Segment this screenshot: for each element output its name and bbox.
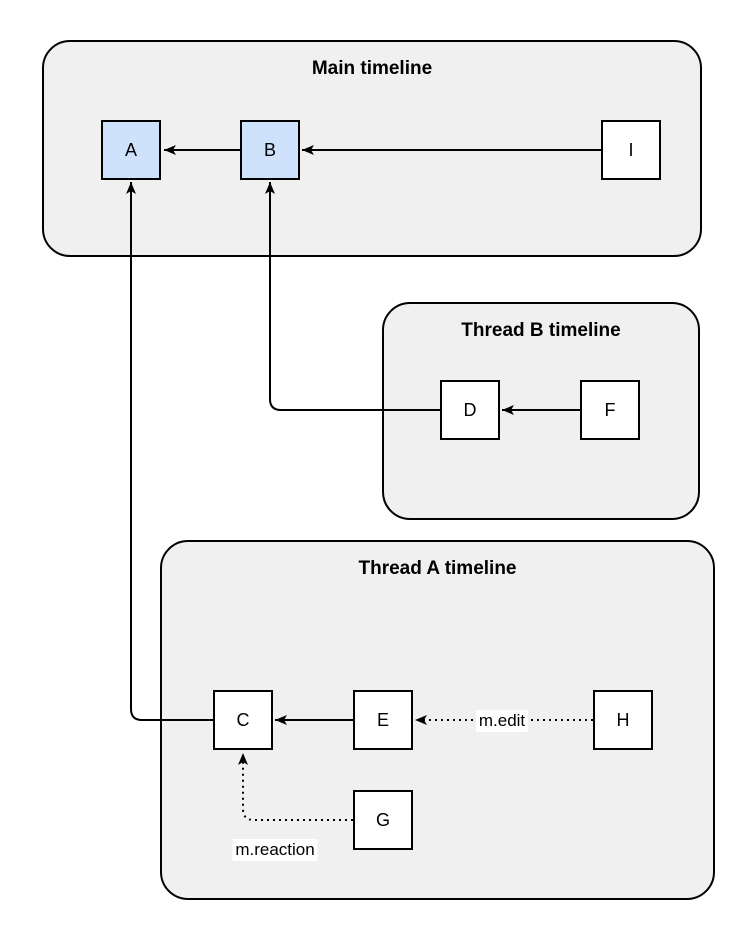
thread-b-timeline-title: Thread B timeline (461, 320, 621, 341)
edge-label-m-reaction: m.reaction (232, 839, 318, 861)
container-thread-b-timeline: Thread B timeline (382, 302, 700, 520)
node-e: E (353, 690, 413, 750)
node-g: G (353, 790, 413, 850)
node-c: C (213, 690, 273, 750)
node-a: A (101, 120, 161, 180)
thread-a-timeline-title: Thread A timeline (358, 558, 517, 579)
edge-label-m-edit: m.edit (475, 710, 529, 732)
node-d: D (440, 380, 500, 440)
node-i: I (601, 120, 661, 180)
node-h: H (593, 690, 653, 750)
node-f: F (580, 380, 640, 440)
node-b: B (240, 120, 300, 180)
main-timeline-title: Main timeline (311, 58, 433, 79)
